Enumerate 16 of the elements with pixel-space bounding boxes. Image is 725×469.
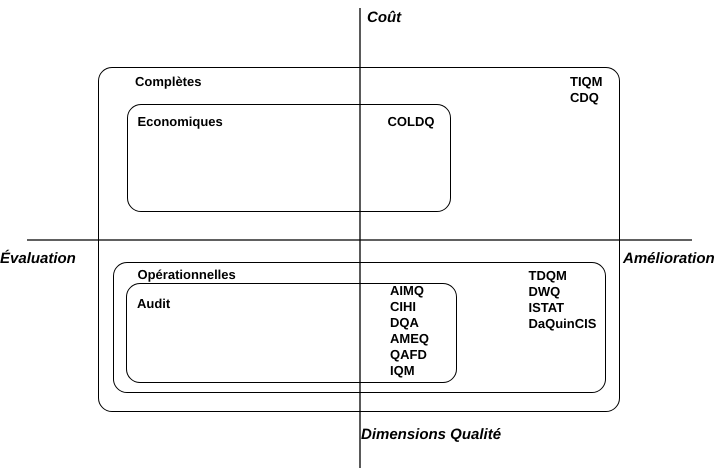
method-list: TDQM DWQ ISTAT DaQuinCIS xyxy=(528,268,596,332)
group-box xyxy=(112,262,606,392)
group-title: Economiques xyxy=(138,114,223,130)
group-title: Complètes xyxy=(135,74,202,90)
method-list: COLDQ xyxy=(388,114,434,130)
axis-label: Évaluation xyxy=(0,250,76,267)
method-list: TIQM CDQ xyxy=(570,74,602,106)
group-box xyxy=(126,104,450,212)
axis-label: Dimensions Qualité xyxy=(361,426,502,443)
group-box xyxy=(126,283,457,383)
axis-label: Amélioration xyxy=(623,250,715,267)
method-list: AIMQ CIHI DQA AMEQ QAFD IQM xyxy=(390,283,429,379)
group-box xyxy=(98,67,620,412)
axis-label: Coût xyxy=(367,9,402,26)
group-title: Opérationnelles xyxy=(138,266,236,282)
group-title: Audit xyxy=(137,296,170,312)
